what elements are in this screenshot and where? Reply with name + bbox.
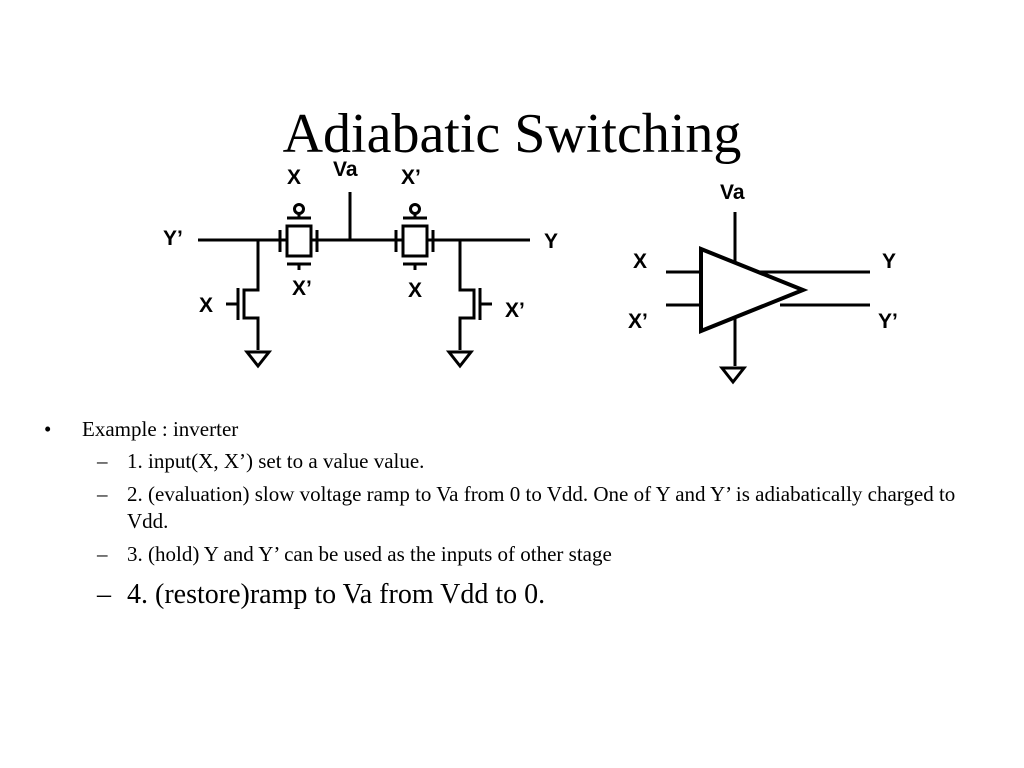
transistor-circuit [198, 192, 530, 369]
right-pulldown-transistor [445, 240, 492, 369]
sub-bullet-marker: – [97, 482, 108, 506]
left-transmission-gate [278, 203, 319, 270]
sub-bullet-3: – 3. (hold) Y and Y’ can be used as the … [82, 541, 984, 568]
label-bottom-right-gate: X [408, 279, 422, 302]
sub-bullet-text: 4. (restore)ramp to Va from Vdd to 0. [127, 579, 546, 610]
label-gate-output-top: Y [882, 250, 896, 273]
label-top-right-gate: X’ [401, 166, 421, 189]
bullet-marker: • [44, 417, 52, 441]
bullet-main-text: Example : inverter [82, 417, 239, 441]
bullet-list: • Example : inverter – 1. input(X, X’) s… [44, 416, 984, 618]
sub-bullet-list: – 1. input(X, X’) set to a value value. … [82, 448, 984, 612]
label-right-node: Y [544, 230, 558, 253]
right-transmission-gate [394, 203, 435, 270]
label-top-left-gate: X [287, 166, 301, 189]
sub-bullet-text: 3. (hold) Y and Y’ can be used as the in… [127, 542, 612, 566]
label-gate-input-bottom: X’ [628, 310, 648, 333]
sub-bullet-marker: – [97, 449, 108, 473]
label-va-gate: Va [720, 181, 745, 204]
sub-bullet-marker: – [97, 579, 111, 610]
slide-title: Adiabatic Switching [282, 103, 742, 165]
sub-bullet-2: – 2. (evaluation) slow voltage ramp to V… [82, 481, 984, 535]
label-right-pulldown-gate: X’ [505, 299, 525, 322]
sub-bullet-marker: – [97, 542, 108, 566]
sub-bullet-4: – 4. (restore)ramp to Va from Vdd to 0. [82, 578, 984, 612]
sub-bullet-text: 2. (evaluation) slow voltage ramp to Va … [127, 482, 956, 533]
label-gate-output-bottom: Y’ [878, 310, 898, 333]
gate-triangle [699, 246, 809, 334]
sub-bullet-text: 1. input(X, X’) set to a value value. [127, 449, 425, 473]
bullet-main: • Example : inverter – 1. input(X, X’) s… [44, 416, 984, 612]
label-left-node: Y’ [163, 227, 183, 250]
adiabatic-inverter-diagram: Va X X’ Y’ Y X’ X X X’ Va X X’ Y Y’ [163, 158, 898, 385]
label-bottom-left-gate: X’ [292, 277, 312, 300]
label-gate-input-top: X [633, 250, 647, 273]
gate-ground-symbol [718, 366, 748, 385]
label-va-circuit: Va [333, 158, 358, 181]
label-left-pulldown-gate: X [199, 294, 213, 317]
inverter-gate-symbol [666, 212, 870, 385]
sub-bullet-1: – 1. input(X, X’) set to a value value. [82, 448, 984, 475]
left-pulldown-transistor [226, 240, 273, 369]
